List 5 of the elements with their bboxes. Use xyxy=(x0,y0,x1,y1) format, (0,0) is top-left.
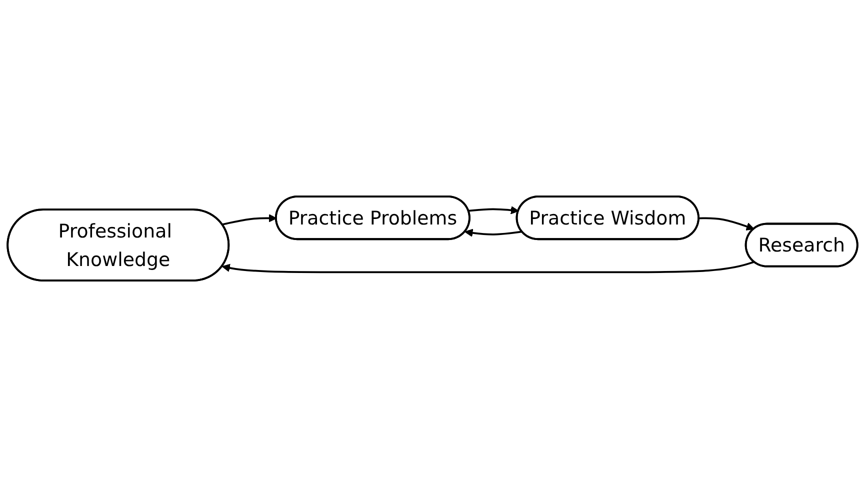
arrow xyxy=(698,217,754,230)
arrow xyxy=(464,228,522,237)
arrow xyxy=(222,214,277,226)
arrow xyxy=(468,206,519,214)
arrow xyxy=(222,261,754,274)
